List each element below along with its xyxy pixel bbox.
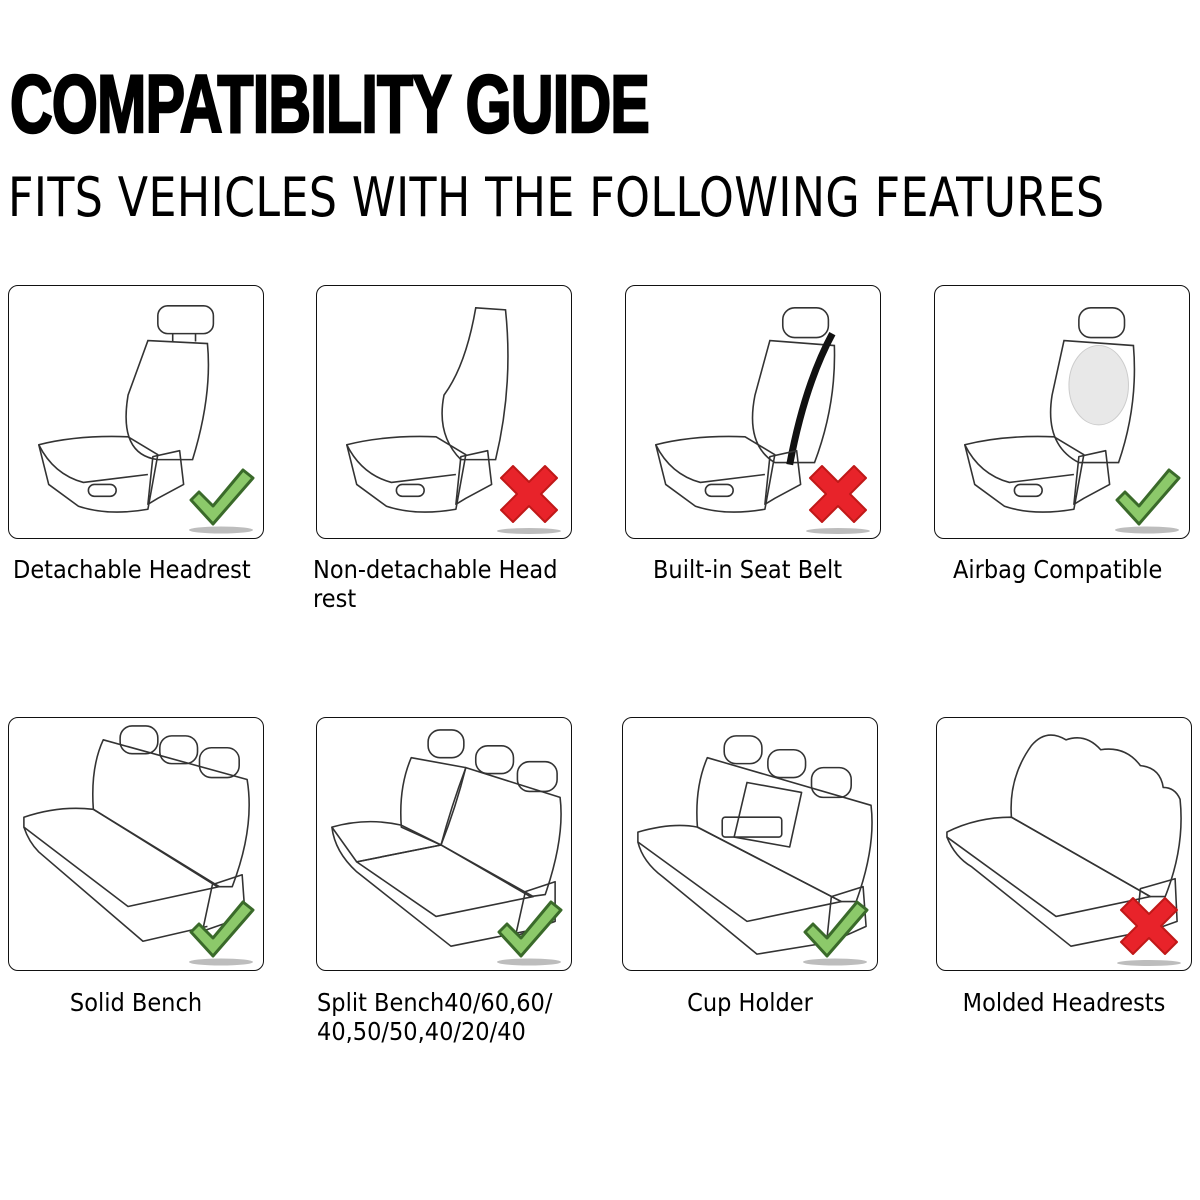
- check-icon: [495, 900, 563, 966]
- feature-label: Cup Holder: [687, 988, 813, 1017]
- page-subtitle: FITS VEHICLES WITH THE FOLLOWING FEATURE…: [8, 166, 1105, 229]
- cross-icon: [496, 465, 562, 534]
- feature-label: Split Bench40/60,60/: [317, 988, 553, 1017]
- bench-seat-illustration: [331, 729, 562, 947]
- feature-card-airbag-compatible: [934, 285, 1190, 539]
- feature-label: Non-detachable Head: [313, 555, 558, 584]
- bucket-seat-illustration: [345, 306, 509, 513]
- feature-label: Detachable Headrest: [13, 555, 251, 584]
- check-icon: [801, 900, 869, 966]
- feature-label: Built-in Seat Belt: [653, 555, 843, 584]
- feature-card-cup-holder: [622, 717, 878, 971]
- page-title: COMPATIBILITY GUIDE: [9, 59, 651, 150]
- feature-label: Molded Headrests: [962, 988, 1166, 1017]
- feature-label: Airbag Compatible: [953, 555, 1163, 584]
- feature-card-non-detachable-headrest: [316, 285, 572, 539]
- cross-icon: [805, 465, 871, 534]
- feature-card-molded-headrests: [936, 717, 1192, 971]
- feature-label: Solid Bench: [69, 988, 203, 1017]
- bucket-seat-illustration: [963, 307, 1136, 513]
- feature-label-line2: 40,50/50,40/20/40: [317, 1017, 526, 1046]
- cross-icon: [1116, 897, 1182, 966]
- check-icon: [187, 468, 255, 534]
- airbag-icon: [1068, 345, 1129, 426]
- check-icon: [1113, 468, 1181, 534]
- bucket-seat-illustration: [654, 307, 836, 513]
- feature-card-detachable-headrest: [8, 285, 264, 539]
- feature-card-solid-bench: [8, 717, 264, 971]
- bucket-seat-illustration: [37, 305, 215, 513]
- check-icon: [187, 900, 255, 966]
- bench-seat-illustration: [946, 734, 1182, 947]
- feature-card-split-bench: [316, 717, 572, 971]
- feature-label-line2: rest: [313, 584, 357, 613]
- feature-card-built-in-seat-belt: [625, 285, 881, 539]
